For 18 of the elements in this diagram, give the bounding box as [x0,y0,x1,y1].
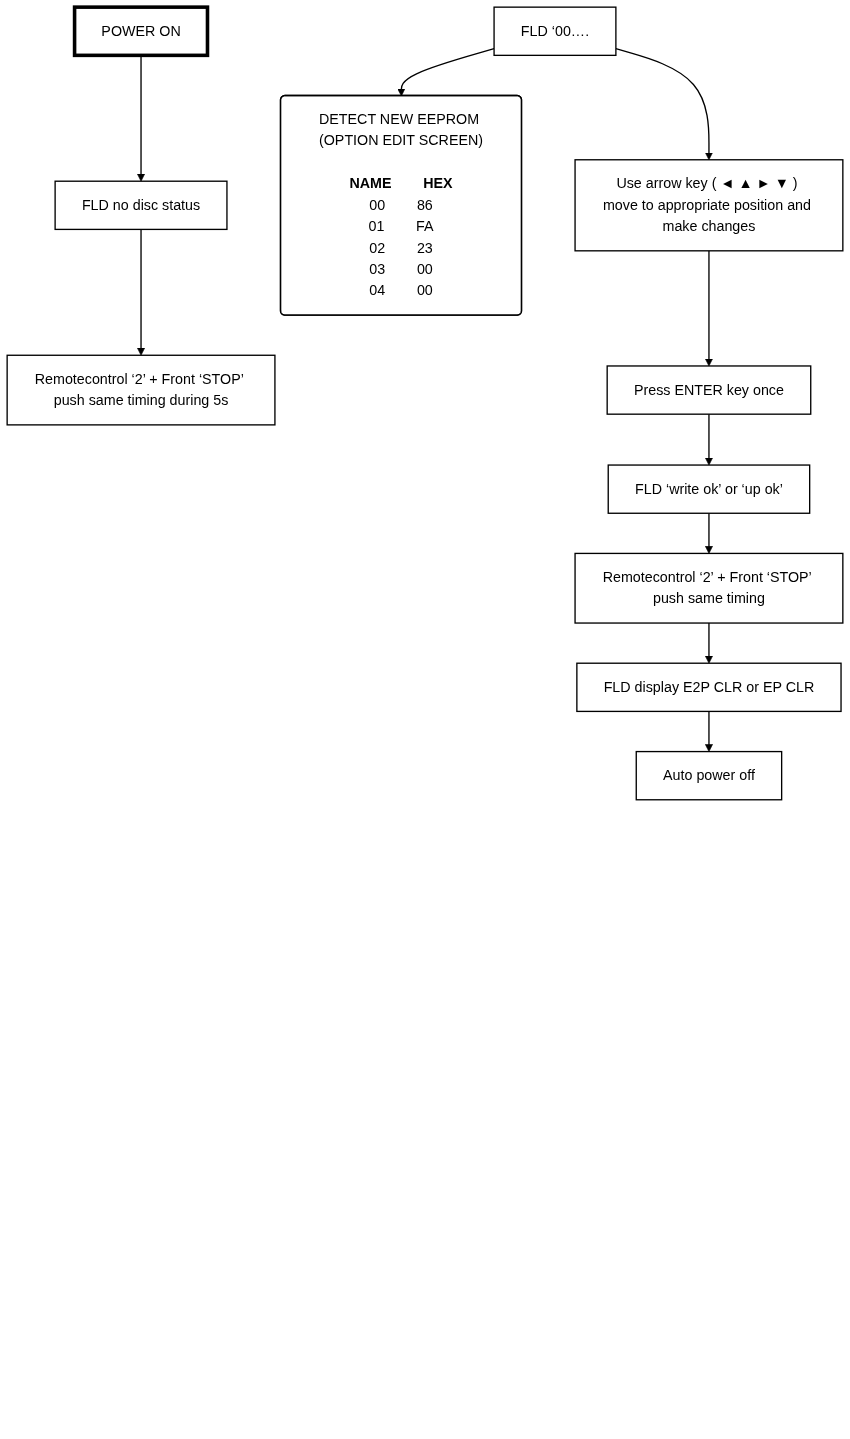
arrow [705,250,713,367]
node-box: Press ENTER key once [606,365,812,415]
node-box: Remotecontrol ‘2’ + Front ‘STOP’ push same timing [574,552,844,624]
arrow [137,228,145,356]
arrow [397,48,495,97]
node-box: POWER ON [72,5,210,58]
arrow [615,48,713,161]
node-box: Use arrow key ( ◄ ▲ ► ▼ ) move to appropriate position and make changes [574,159,844,252]
node-box: Remotecontrol ‘2’ + Front ‘STOP’ push same timing during 5s [6,354,276,426]
node-box: FLD no disc status [54,180,228,231]
node-box: FLD ‘00…. [493,6,617,56]
arrow [705,710,713,752]
arrow [705,512,713,554]
node-box: Auto power off [635,750,783,801]
node-box: FLD display E2P CLR or EP CLR [576,662,842,713]
arrow [705,413,713,466]
arrow [705,622,713,664]
node-box: FLD ‘write ok’ or ‘up ok’ [607,464,811,514]
